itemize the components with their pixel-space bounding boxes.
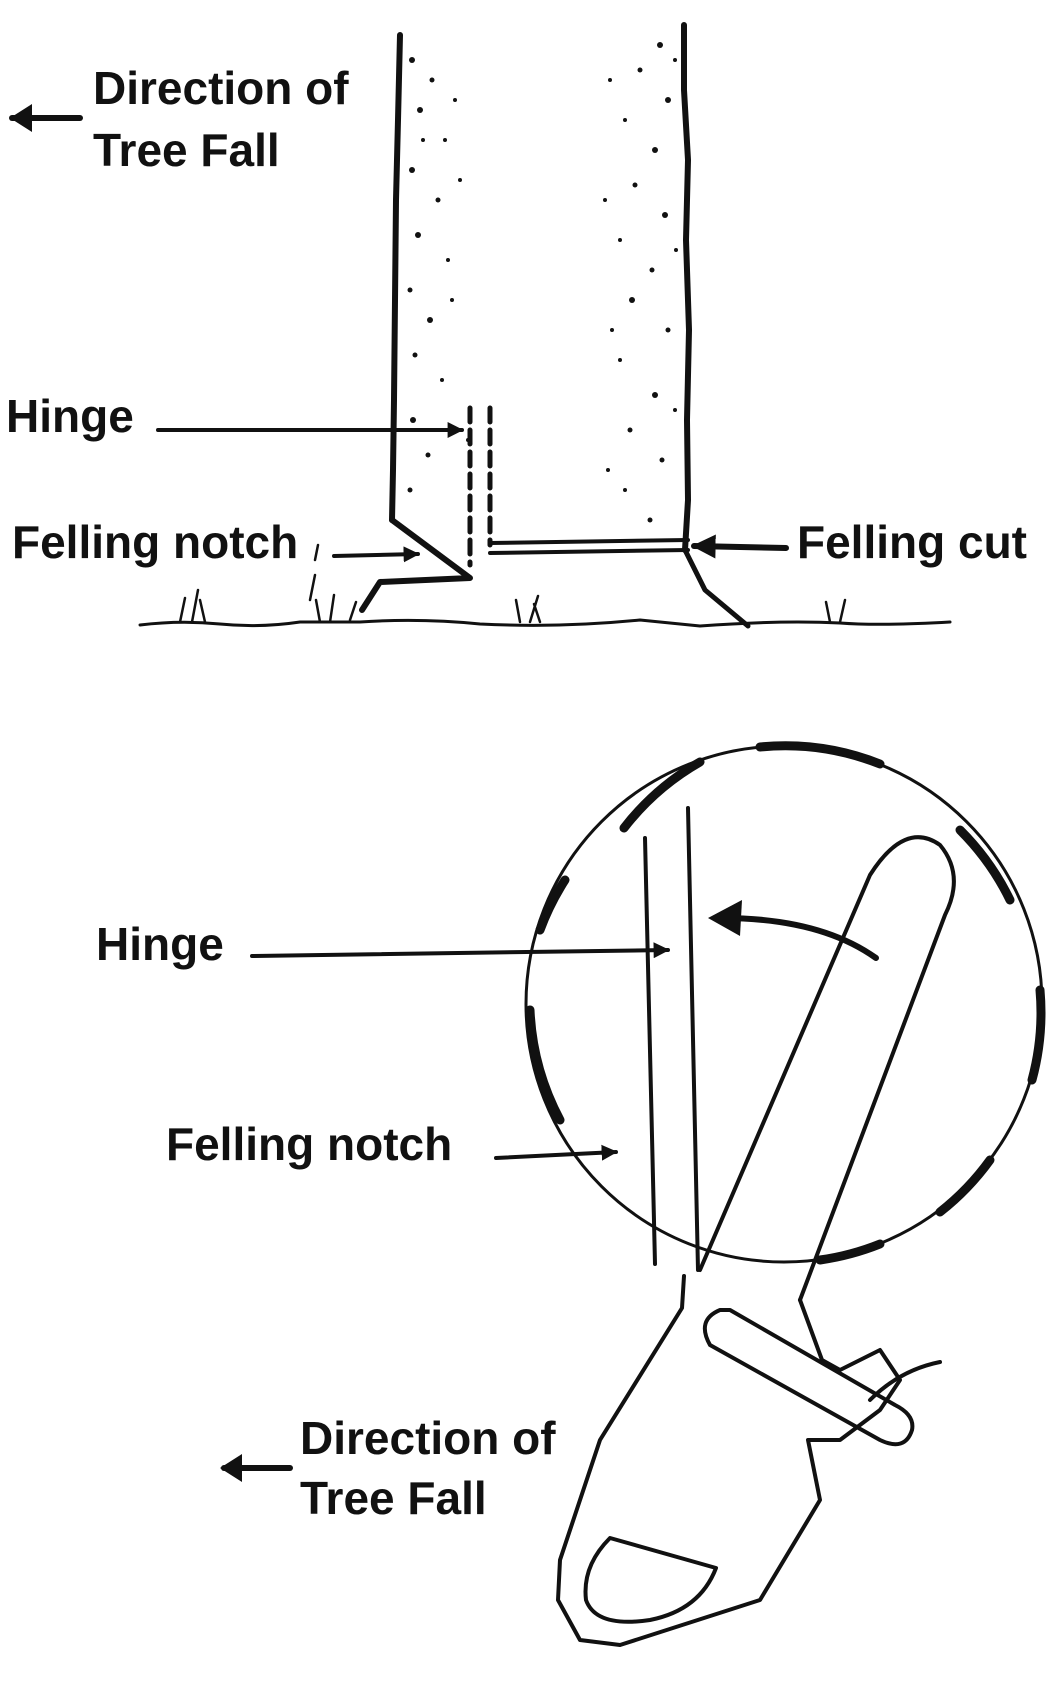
top-hinge-pointer (250, 942, 670, 959)
felling-cut-line-lower (488, 548, 690, 555)
trunk-left-edge (389, 32, 403, 523)
chainsaw-window (583, 1536, 718, 1624)
side-direction-label-line2: Tree Fall (93, 124, 280, 176)
trunk-base-right (682, 547, 751, 629)
bark-ring (525, 741, 1046, 1265)
top-direction-label-line2: Tree Fall (300, 1472, 487, 1524)
top-hinge-line-b (686, 806, 700, 1272)
chainsaw-handle (702, 1308, 915, 1447)
grass-tufts (178, 543, 847, 624)
top-view: Hinge Felling notch Direction of Tree Fa… (96, 741, 1046, 1647)
side-felling-notch-pointer (332, 546, 420, 563)
side-hinge-label: Hinge (6, 390, 134, 442)
ground-line (138, 618, 952, 628)
side-felling-cut-label: Felling cut (797, 516, 1027, 568)
top-felling-notch-label: Felling notch (166, 1118, 452, 1170)
felling-cut-line-upper (488, 538, 690, 545)
top-hinge-line-a (643, 836, 657, 1266)
side-felling-notch (359, 517, 473, 613)
top-direction-arrow (220, 1454, 293, 1482)
top-felling-notch-pointer (494, 1144, 618, 1161)
side-view: Direction of Tree Fall (6, 22, 1027, 629)
side-direction-label-line1: Direction of (93, 62, 349, 114)
side-felling-cut-pointer (691, 534, 789, 559)
top-hinge-label: Hinge (96, 918, 224, 970)
side-felling-notch-label: Felling notch (12, 516, 298, 568)
bark-texture (407, 42, 678, 523)
top-direction-label-line1: Direction of (300, 1412, 556, 1464)
chainsaw-body (556, 1274, 902, 1647)
chainsaw-cord (868, 1360, 942, 1402)
chainsaw-bar (698, 835, 956, 1302)
trunk-right-edge (681, 22, 692, 553)
rotation-arrowhead (708, 900, 742, 936)
rotation-arc (719, 915, 879, 961)
side-direction-arrow (9, 104, 83, 132)
